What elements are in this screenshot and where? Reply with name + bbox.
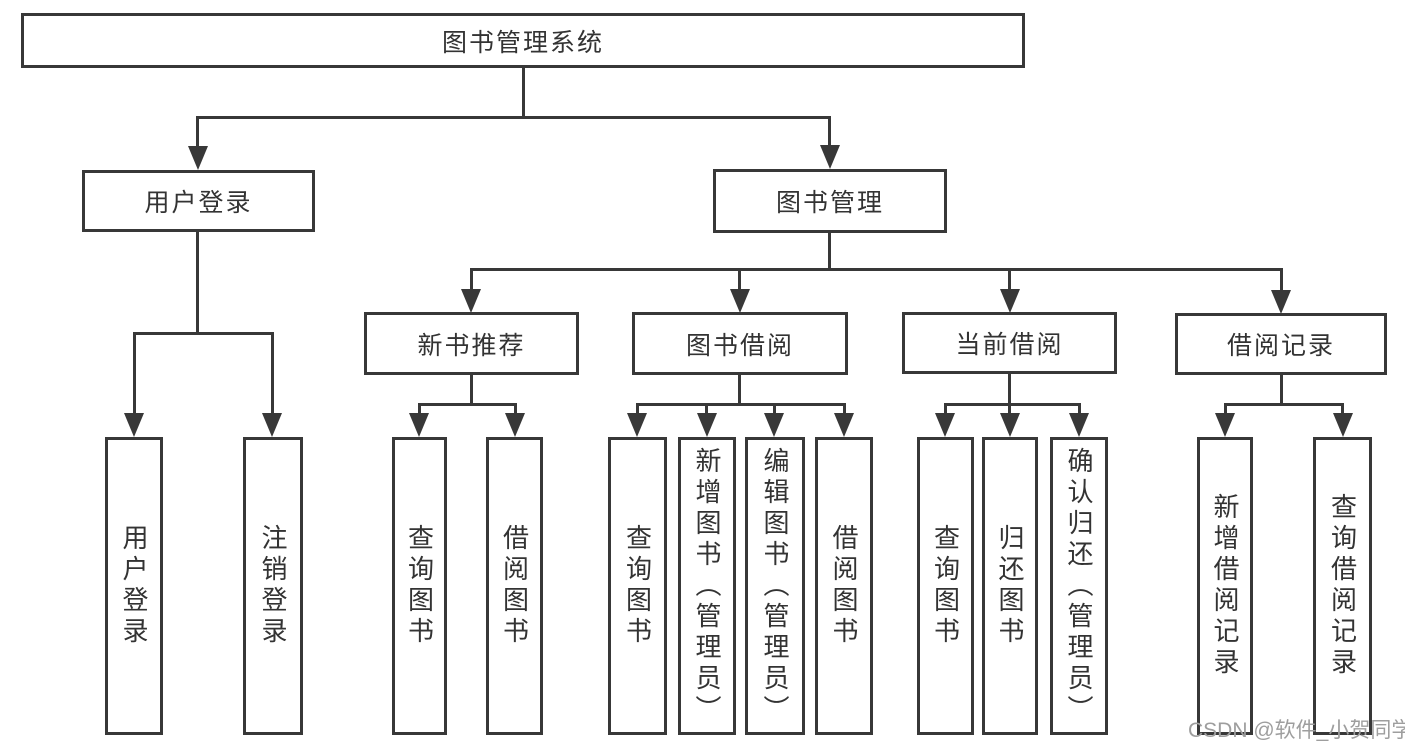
arrow-down-icon: [505, 413, 525, 437]
connector-line: [470, 375, 473, 405]
connector-line: [773, 403, 776, 416]
connector-line: [418, 403, 421, 416]
arrow-down-icon: [627, 413, 647, 437]
node-user-login: 用户登录: [82, 170, 315, 232]
leaf-label: 新增图书（管理员）: [692, 446, 722, 726]
connector-line: [196, 116, 831, 119]
connector-line: [1341, 403, 1344, 416]
leaf-label: 查询图书: [622, 524, 653, 648]
connector-line: [418, 403, 517, 406]
arrow-down-icon: [262, 413, 282, 437]
arrow-down-icon: [935, 413, 955, 437]
connector-line: [133, 332, 136, 416]
node-new-book-recommend: 新书推荐: [364, 312, 579, 375]
leaf-query-books-2: 查询图书: [608, 437, 667, 735]
connector-line: [514, 403, 517, 416]
arrow-down-icon: [820, 145, 840, 169]
connector-line: [843, 403, 846, 416]
connector-line: [636, 403, 639, 416]
leaf-label: 注销登录: [258, 524, 288, 648]
connector-line: [738, 268, 741, 293]
arrow-down-icon: [764, 413, 784, 437]
leaf-label: 查询借阅记录: [1327, 493, 1358, 679]
connector-line: [1008, 374, 1011, 405]
leaf-edit-books-admin: 编辑图书（管理员）: [745, 437, 805, 735]
leaf-label: 归还图书: [995, 524, 1025, 648]
leaf-query-books-1: 查询图书: [392, 437, 447, 735]
leaf-label: 查询图书: [404, 524, 435, 648]
connector-line: [1008, 403, 1011, 416]
connector-line: [196, 232, 199, 335]
connector-line: [1224, 403, 1344, 406]
connector-line: [133, 332, 274, 335]
leaf-label: 查询图书: [930, 524, 961, 648]
arrow-down-icon: [1271, 290, 1291, 314]
arrow-down-icon: [1000, 289, 1020, 313]
arrow-down-icon: [1069, 413, 1089, 437]
connector-line: [738, 375, 741, 405]
node-borrowing-records: 借阅记录: [1175, 313, 1387, 375]
connector-line: [271, 332, 274, 416]
connector-line: [636, 403, 846, 406]
leaf-borrow-books-1: 借阅图书: [486, 437, 543, 735]
connector-line: [1280, 375, 1283, 406]
connector-line: [1224, 403, 1227, 416]
leaf-label: 新增借阅记录: [1210, 493, 1240, 679]
arrow-down-icon: [730, 289, 750, 313]
node-label: 借阅记录: [1226, 332, 1335, 360]
arrow-down-icon: [1215, 413, 1235, 437]
connector-line: [705, 403, 708, 416]
leaf-label: 确认归还（管理员）: [1064, 446, 1094, 726]
leaf-query-borrow-record: 查询借阅记录: [1313, 437, 1372, 735]
node-root: 图书管理系统: [21, 13, 1025, 68]
node-label: 图书借阅: [685, 331, 794, 360]
node-book-management: 图书管理: [713, 169, 947, 233]
leaf-add-borrow-record: 新增借阅记录: [1197, 437, 1253, 735]
leaf-user-login: 用户登录: [105, 437, 163, 735]
leaf-query-books-3: 查询图书: [917, 437, 974, 735]
arrow-down-icon: [1333, 413, 1353, 437]
leaf-borrow-books-2: 借阅图书: [815, 437, 873, 735]
leaf-confirm-return-admin: 确认归还（管理员）: [1050, 437, 1108, 735]
arrow-down-icon: [461, 289, 481, 313]
connector-line: [944, 403, 1081, 406]
arrow-down-icon: [834, 413, 854, 437]
node-book-borrowing: 图书借阅: [632, 312, 848, 375]
connector-line: [1280, 268, 1283, 294]
connector-line: [944, 403, 947, 416]
connector-line: [828, 233, 831, 270]
connector-line: [470, 268, 1283, 271]
connector-line: [1008, 268, 1011, 293]
leaf-add-books-admin: 新增图书（管理员）: [678, 437, 736, 735]
leaf-logout: 注销登录: [243, 437, 303, 735]
arrow-down-icon: [409, 413, 429, 437]
arrow-down-icon: [188, 146, 208, 170]
leaf-label: 编辑图书（管理员）: [760, 446, 790, 726]
node-label: 图书管理系统: [441, 28, 604, 57]
leaf-label: 借阅图书: [829, 524, 859, 648]
connector-line: [196, 116, 199, 150]
arrow-down-icon: [124, 413, 144, 437]
arrow-down-icon: [697, 413, 717, 437]
leaf-label: 借阅图书: [499, 524, 530, 648]
leaf-return-books: 归还图书: [982, 437, 1038, 735]
node-label: 当前借阅: [955, 331, 1064, 359]
connector-line: [1078, 403, 1081, 416]
connector-line: [470, 268, 473, 293]
node-label: 新书推荐: [417, 331, 526, 360]
node-current-borrowing: 当前借阅: [902, 312, 1117, 374]
node-label: 用户登录: [144, 189, 253, 217]
connector-line: [828, 116, 831, 149]
watermark: CSDN @软件_小贺同学: [1188, 719, 1405, 742]
leaf-label: 用户登录: [119, 524, 149, 648]
arrow-down-icon: [1000, 413, 1020, 437]
connector-line: [522, 68, 525, 119]
node-label: 图书管理: [775, 189, 884, 217]
